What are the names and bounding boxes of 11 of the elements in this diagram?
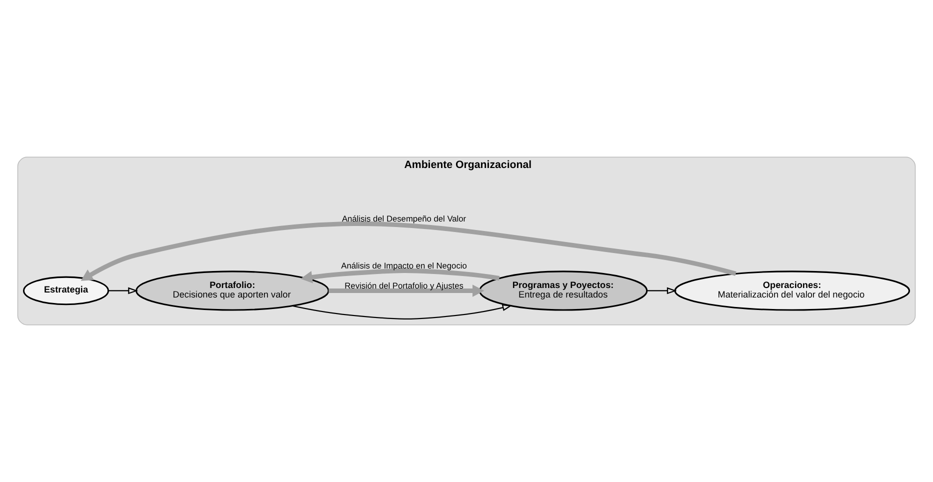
edge-label: Revisión del Portafolio y Ajustes <box>344 280 464 290</box>
arrow <box>300 268 500 284</box>
node-ellipse: Estrategia <box>22 276 110 306</box>
arrow <box>328 284 484 297</box>
edge-label: Análisis de Impacto en el Negocio <box>341 260 467 271</box>
arrow <box>647 287 677 294</box>
arrow <box>292 304 512 320</box>
arrow <box>80 222 736 281</box>
arrow <box>108 287 138 294</box>
node-ellipse: Operaciones: Materialización del valor del negocio <box>674 270 910 311</box>
edge-label: Análisis del Desempeño del Valor <box>342 213 466 224</box>
